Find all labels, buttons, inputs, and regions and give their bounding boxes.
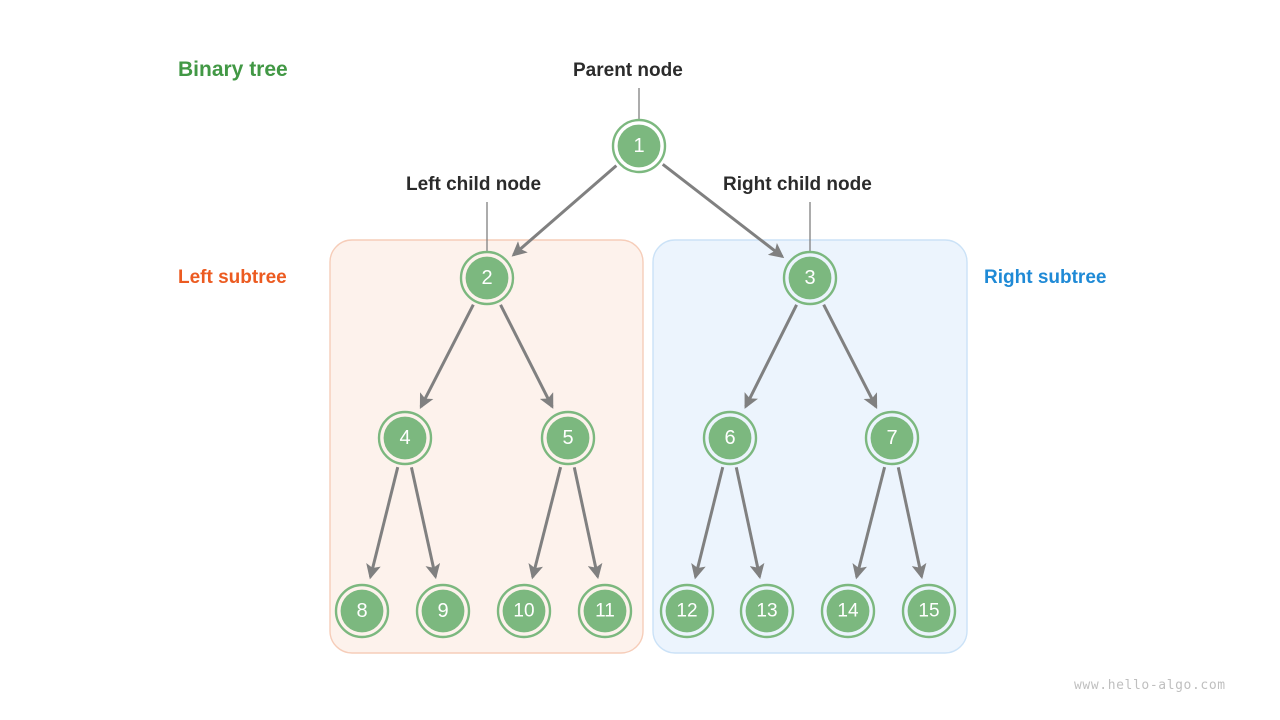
- tree-node-disc: [826, 589, 870, 633]
- left-child-node-annotation-label: Left child node: [406, 174, 542, 195]
- tree-node-label: 11: [595, 601, 615, 622]
- tree-node-7[interactable]: 7: [864, 410, 920, 466]
- tree-edge-3-to-6: [744, 304, 798, 409]
- tree-edge-5-to-11: [572, 467, 603, 580]
- tree-node-15[interactable]: 15: [901, 583, 957, 639]
- tree-node-disc: [383, 416, 427, 460]
- tree-node-outer-ring: [782, 250, 838, 306]
- tree-node-disc: [546, 416, 590, 460]
- tree-edge-6-to-13: [734, 467, 765, 580]
- tree-edge-1-to-3: [661, 163, 785, 259]
- tree-node-disc: [665, 589, 709, 633]
- tree-node-8[interactable]: 8: [334, 583, 390, 639]
- tree-node-6[interactable]: 6: [702, 410, 758, 466]
- tree-node-label: 1: [633, 135, 644, 157]
- tree-node-13[interactable]: 13: [739, 583, 795, 639]
- tree-node-3[interactable]: 3: [782, 250, 838, 306]
- tree-node-label: 4: [399, 427, 410, 449]
- tree-node-outer-ring: [820, 583, 876, 639]
- tree-node-outer-ring: [864, 410, 920, 466]
- tree-node-label: 15: [918, 601, 939, 622]
- tree-node-disc: [421, 589, 465, 633]
- tree-node-outer-ring: [901, 583, 957, 639]
- tree-edges: [366, 163, 927, 580]
- tree-edge-4-to-8: [366, 466, 400, 580]
- tree-node-label: 3: [804, 267, 815, 289]
- tree-node-outer-ring: [415, 583, 471, 639]
- tree-node-12[interactable]: 12: [659, 583, 715, 639]
- tree-node-outer-ring: [659, 583, 715, 639]
- tree-edge-7-to-15: [896, 467, 927, 580]
- tree-node-disc: [465, 256, 509, 300]
- tree-node-label: 14: [837, 601, 859, 622]
- tree-node-outer-ring: [739, 583, 795, 639]
- tree-node-disc: [583, 589, 627, 633]
- tree-node-disc: [617, 124, 661, 168]
- tree-node-2[interactable]: 2: [459, 250, 515, 306]
- tree-edge-2-to-4: [419, 304, 475, 409]
- tree-node-outer-ring: [459, 250, 515, 306]
- tree-node-10[interactable]: 10: [496, 583, 552, 639]
- tree-node-label: 9: [437, 600, 448, 622]
- annotation-pointer-lines: [486, 88, 811, 252]
- tree-edge-2-to-5: [499, 304, 554, 409]
- tree-node-disc: [745, 589, 789, 633]
- tree-node-label: 5: [562, 427, 573, 449]
- tree-node-5[interactable]: 5: [540, 410, 596, 466]
- tree-node-outer-ring: [702, 410, 758, 466]
- tree-node-disc: [708, 416, 752, 460]
- subtree-box-right: [652, 239, 968, 654]
- tree-node-label: 12: [676, 601, 697, 622]
- tree-node-label: 13: [756, 601, 777, 622]
- tree-node-1[interactable]: 1: [611, 118, 667, 174]
- tree-node-outer-ring: [334, 583, 390, 639]
- tree-node-label: 8: [356, 600, 367, 622]
- subtree-boxes: [329, 239, 968, 654]
- parent-node-annotation-label: Parent node: [573, 60, 683, 81]
- tree-node-disc: [870, 416, 914, 460]
- tree-node-disc: [907, 589, 951, 633]
- tree-node-outer-ring: [377, 410, 433, 466]
- right-child-node-annotation-label: Right child node: [723, 174, 872, 195]
- tree-node-disc: [340, 589, 384, 633]
- tree-node-outer-ring: [611, 118, 667, 174]
- tree-node-outer-ring: [540, 410, 596, 466]
- tree-node-label: 10: [513, 601, 534, 622]
- tree-node-disc: [788, 256, 832, 300]
- tree-edge-3-to-7: [822, 304, 878, 409]
- left-subtree-annotation-label: Left subtree: [178, 267, 287, 288]
- tree-node-9[interactable]: 9: [415, 583, 471, 639]
- tree-node-11[interactable]: 11: [577, 583, 633, 639]
- tree-node-disc: [502, 589, 546, 633]
- tree-edge-7-to-14: [852, 466, 887, 580]
- tree-node-outer-ring: [496, 583, 552, 639]
- tree-edge-5-to-10: [528, 466, 563, 580]
- tree-node-label: 7: [886, 427, 897, 449]
- site-watermark: www.hello-algo.com: [1074, 678, 1226, 693]
- tree-node-4[interactable]: 4: [377, 410, 433, 466]
- tree-node-outer-ring: [577, 583, 633, 639]
- tree-edge-1-to-2: [511, 164, 618, 257]
- right-subtree-annotation-label: Right subtree: [984, 267, 1107, 288]
- tree-node-label: 6: [724, 427, 735, 449]
- tree-edge-4-to-9: [409, 466, 441, 580]
- tree-node-label: 2: [481, 267, 492, 289]
- tree-node-14[interactable]: 14: [820, 583, 876, 639]
- binary-tree-title: Binary tree: [178, 58, 288, 81]
- tree-edge-6-to-12: [691, 466, 725, 580]
